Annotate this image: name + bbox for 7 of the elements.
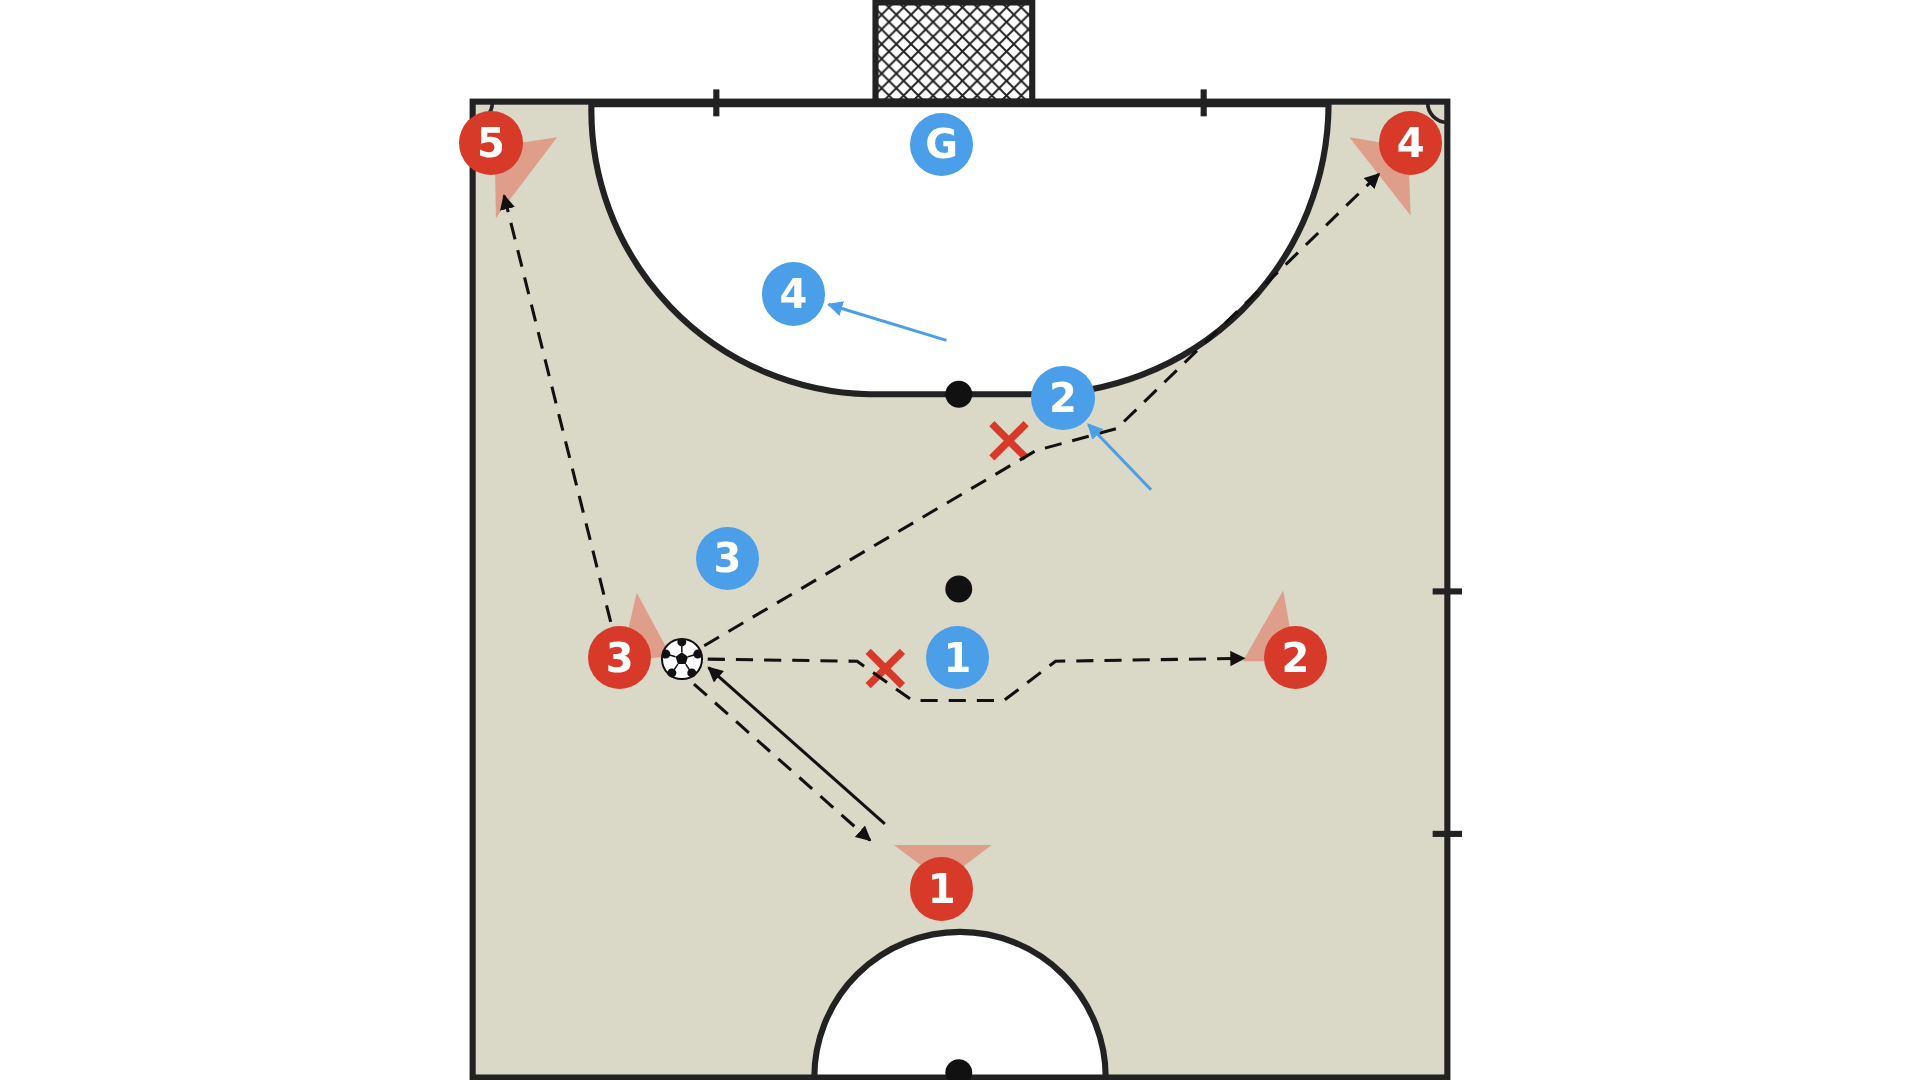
arrow (1087, 423, 1153, 491)
arrow (827, 301, 947, 342)
arrow (703, 172, 1381, 648)
arrow (500, 194, 613, 623)
arrow (707, 666, 886, 825)
arrow (707, 650, 1246, 702)
arrow (692, 682, 872, 842)
